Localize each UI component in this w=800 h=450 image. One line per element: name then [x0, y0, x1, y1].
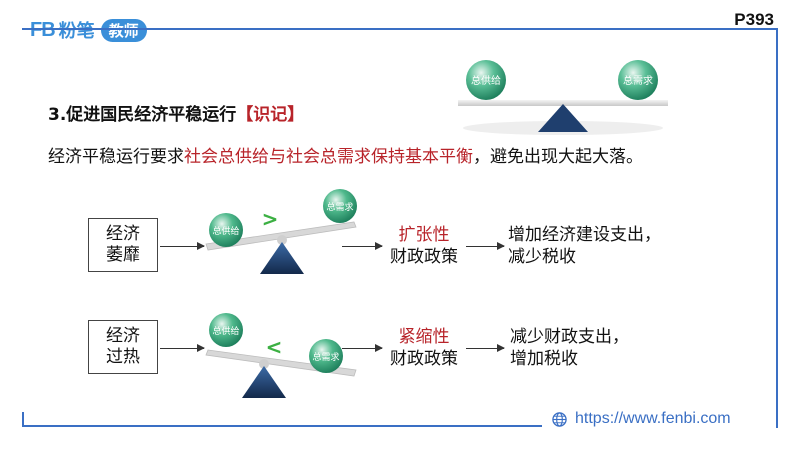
supply-ball: [209, 213, 243, 247]
section-title-text: 3.促进国民经济平稳运行: [48, 105, 237, 125]
statement-highlight: 社会总供给与社会总需求保持基本平衡: [184, 147, 473, 167]
globe-icon: [552, 411, 567, 427]
supply-ball-label: 总供给: [212, 325, 239, 337]
condition-box-overheat: 经济 过热: [88, 320, 158, 374]
demand-ball: [618, 60, 658, 100]
tilted-scale-supply-more: 总供给 总需求 <: [205, 313, 357, 398]
supply-ball-label: 总供给: [212, 225, 239, 237]
condition-line-1: 经济: [106, 224, 140, 244]
footer-url[interactable]: https://www.fenbi.com: [552, 410, 731, 428]
measure-line-1: 增加经济建设支出，: [508, 225, 661, 245]
tilted-scale-supply-less: 总供给 总需求 >: [205, 189, 357, 274]
demand-ball-label: 总需求: [312, 351, 339, 363]
arrow: [466, 242, 505, 250]
page-number: P393: [734, 10, 774, 29]
logo-mark: FB: [30, 18, 56, 41]
section-tag: 【识记】: [236, 105, 305, 125]
measure-line-2: 减少税收: [508, 247, 576, 267]
condition-line-1: 经济: [106, 326, 140, 346]
condition-line-2: 萎靡: [106, 245, 140, 265]
policy-kind: 扩张性: [398, 225, 450, 245]
policy-name: 财政政策: [390, 247, 458, 267]
comparison-sign: <: [266, 335, 283, 359]
measure-line-2: 增加税收: [510, 349, 578, 369]
logo-tag: 教师: [100, 18, 147, 42]
statement: 经济平稳运行要求社会总供给与社会总需求保持基本平衡，避免出现大起大落。: [48, 142, 643, 167]
frame-top-line: [22, 28, 778, 30]
arrow: [342, 242, 383, 250]
supply-ball: [209, 313, 243, 347]
frame-bottom-line: [22, 425, 542, 427]
policy-kind: 紧缩性: [398, 327, 450, 347]
demand-ball-label: 总需求: [623, 74, 653, 87]
measures-contractionary: 减少财政支出， 增加税收: [510, 326, 629, 370]
arrow: [466, 344, 505, 352]
supply-ball: [466, 60, 506, 100]
fenbi-logo: FB 粉笔 教师: [30, 17, 147, 43]
frame-left-line: [22, 412, 24, 426]
demand-ball: [323, 189, 357, 223]
balance-scale-illustration: 总供给 总需求: [458, 60, 668, 135]
condition-box-slump: 经济 萎靡: [88, 218, 158, 272]
statement-prefix: 经济平稳运行要求: [48, 147, 184, 167]
statement-suffix: ，避免出现大起大落。: [473, 147, 643, 167]
demand-ball-label: 总需求: [326, 201, 353, 213]
footer-url-text[interactable]: https://www.fenbi.com: [575, 410, 731, 427]
condition-line-2: 过热: [106, 347, 140, 367]
section-title: 3.促进国民经济平稳运行【识记】: [48, 100, 304, 125]
comparison-sign: >: [262, 207, 279, 231]
measure-line-1: 减少财政支出，: [510, 327, 629, 347]
supply-ball-label: 总供给: [471, 74, 501, 87]
arrow: [160, 344, 205, 352]
arrow: [160, 242, 205, 250]
logo-brand: 粉笔: [58, 21, 95, 42]
measures-expansionary: 增加经济建设支出， 减少税收: [508, 224, 661, 268]
demand-ball: [309, 339, 343, 373]
policy-name: 财政政策: [390, 349, 458, 369]
policy-contractionary: 紧缩性 财政政策: [384, 326, 464, 370]
frame-right-line: [776, 28, 778, 428]
arrow: [342, 344, 383, 352]
policy-expansionary: 扩张性 财政政策: [384, 224, 464, 268]
